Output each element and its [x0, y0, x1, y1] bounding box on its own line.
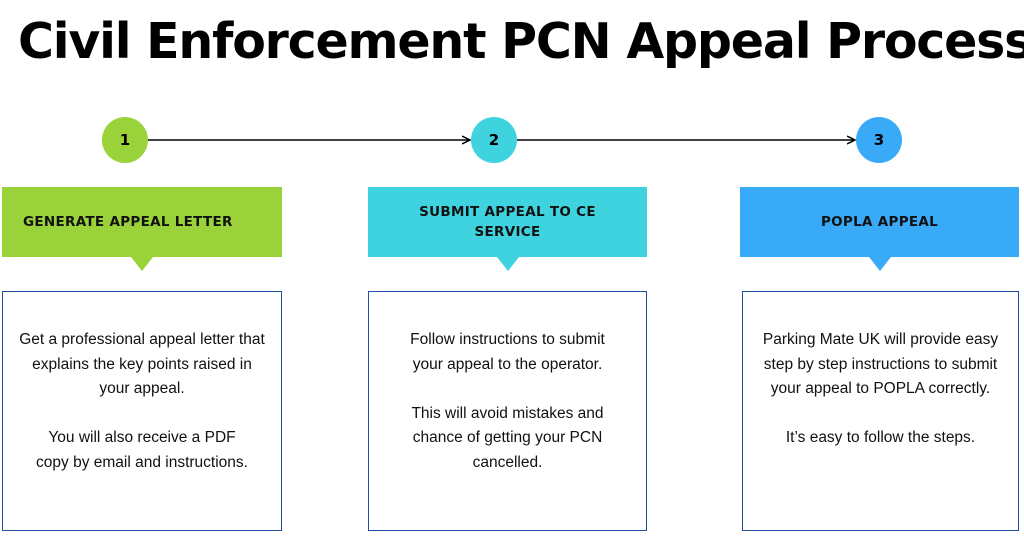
step-3-description-para-2: It’s easy to follow the steps. [785, 429, 976, 446]
step-1-description-para-1: Get a professional appeal letter that ex… [19, 331, 265, 397]
step-1-circle: 1 [102, 117, 148, 163]
step-3-number: 3 [873, 131, 885, 149]
step-2-circle: 2 [471, 117, 517, 163]
step-1-description-para-2: You will also receive a PDF copy by emai… [36, 429, 248, 471]
step-2-banner: SUBMIT APPEAL TO CE SERVICE [368, 187, 647, 271]
step-2-heading: SUBMIT APPEAL TO CE SERVICE [419, 204, 596, 240]
step-1-heading: GENERATE APPEAL LETTER [23, 214, 233, 230]
step-1-banner: GENERATE APPEAL LETTER [2, 187, 282, 271]
step-3-description-card: Parking Mate UK will provide easy step b… [742, 291, 1019, 531]
step-3-circle: 3 [856, 117, 902, 163]
step-3-description-para-1: Parking Mate UK will provide easy step b… [762, 331, 999, 397]
step-2-description-card: Follow instructions to submit your appea… [368, 291, 647, 531]
step-3-banner: POPLA APPEAL [740, 187, 1019, 271]
step-2-description-para-2: This will avoid mistakes and chance of g… [411, 404, 604, 471]
step-3-heading: POPLA APPEAL [820, 214, 939, 230]
step-2-number: 2 [488, 131, 500, 149]
step-2-description-para-1: Follow instructions to submit your appea… [410, 331, 605, 373]
step-1-number: 1 [119, 131, 131, 149]
page-title: Civil Enforcement PCN Appeal Process [18, 13, 1024, 70]
step-1-description-card: Get a professional appeal letter that ex… [2, 291, 282, 531]
